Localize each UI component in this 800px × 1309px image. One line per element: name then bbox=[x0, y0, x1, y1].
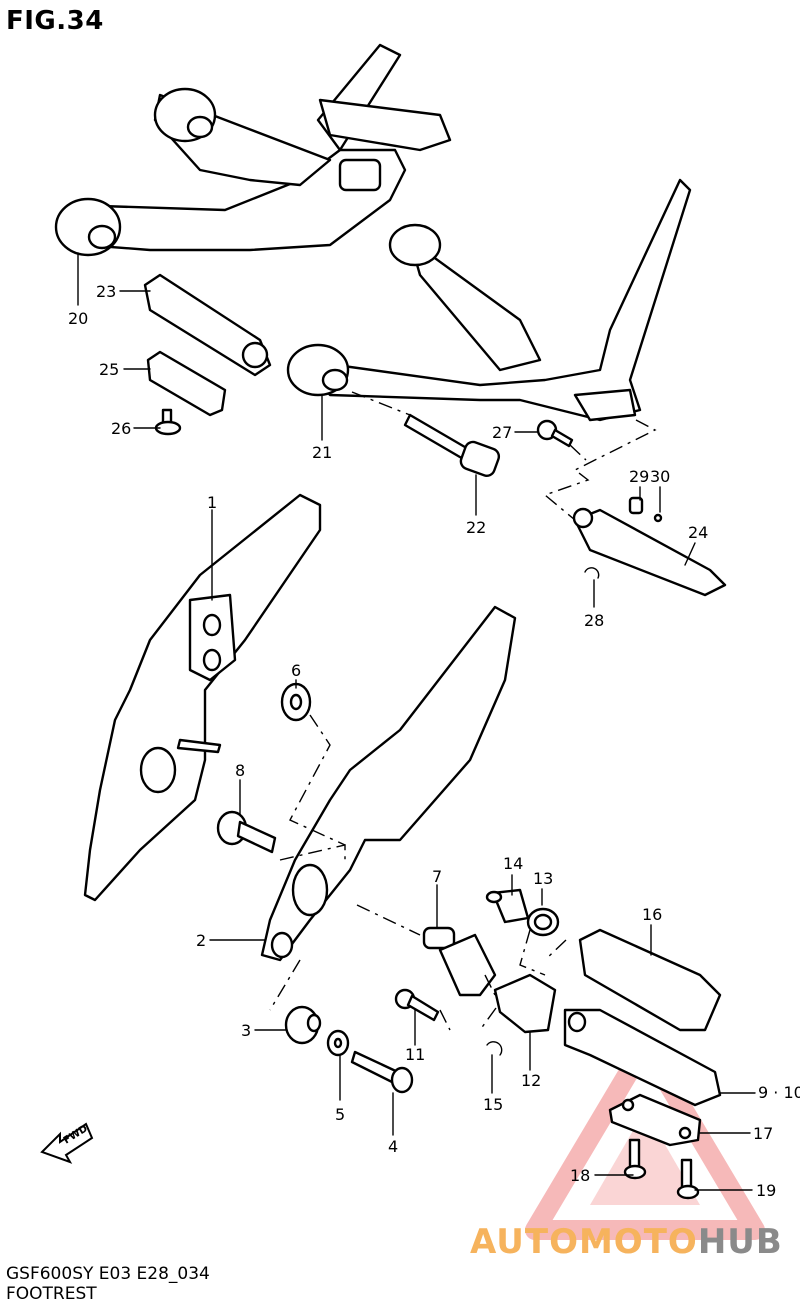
callout-6: 6 bbox=[291, 661, 301, 680]
spacer-14 bbox=[485, 888, 530, 924]
callout-25: 25 bbox=[99, 360, 119, 379]
callout-5: 5 bbox=[335, 1105, 345, 1124]
rear-bracket-lower bbox=[286, 178, 692, 422]
callout-3: 3 bbox=[241, 1021, 251, 1040]
bracket-12 bbox=[493, 973, 557, 1034]
spring-13 bbox=[526, 907, 560, 937]
callout-23: 23 bbox=[96, 282, 116, 301]
bolt-7 bbox=[422, 926, 456, 950]
callout-30: 30 bbox=[650, 467, 670, 486]
screw-26 bbox=[154, 408, 182, 436]
footpeg-rubber-16 bbox=[578, 928, 722, 1032]
footpeg-9-10 bbox=[563, 1008, 722, 1107]
callout-15: 15 bbox=[483, 1095, 503, 1114]
callout-22: 22 bbox=[466, 518, 486, 537]
spring-29 bbox=[628, 496, 644, 515]
watermark-text-a: AUTOMOTO bbox=[470, 1222, 698, 1262]
callout-28: 28 bbox=[584, 611, 604, 630]
callout-11: 11 bbox=[405, 1045, 425, 1064]
callout-9-10: 9 · 10 bbox=[758, 1083, 800, 1102]
callout-12: 12 bbox=[521, 1071, 541, 1090]
footpeg-rubber-25 bbox=[146, 350, 227, 417]
fwd-arrow-icon: FWD bbox=[40, 1122, 94, 1164]
callout-18: 18 bbox=[570, 1166, 590, 1185]
bolt-8 bbox=[216, 810, 277, 854]
watermark-text-b: HUB bbox=[697, 1222, 783, 1262]
callout-26: 26 bbox=[111, 419, 131, 438]
callout-2: 2 bbox=[196, 931, 206, 950]
spacer-3 bbox=[284, 1005, 322, 1045]
bolt-4 bbox=[350, 1050, 414, 1094]
figure-title: FIG.34 bbox=[6, 6, 104, 36]
section-name: FOOTREST bbox=[6, 1284, 97, 1304]
front-bracket-2 bbox=[260, 605, 517, 962]
callout-20: 20 bbox=[68, 309, 88, 328]
callout-29: 29 bbox=[629, 467, 649, 486]
callout-19: 19 bbox=[756, 1181, 776, 1200]
callout-21: 21 bbox=[312, 443, 332, 462]
assembly-lines bbox=[269, 391, 657, 1031]
callout-14: 14 bbox=[503, 854, 523, 873]
watermark-logo: AUTOMOTOHUB bbox=[470, 1222, 783, 1262]
callout-27: 27 bbox=[492, 423, 512, 442]
plate-17 bbox=[608, 1093, 702, 1147]
footpeg-24 bbox=[572, 507, 727, 597]
front-bracket-1 bbox=[83, 493, 322, 902]
watermark-triangle-icon bbox=[525, 1035, 765, 1240]
callout-4: 4 bbox=[388, 1137, 398, 1156]
ball-30 bbox=[653, 513, 663, 523]
footpeg-bracket bbox=[438, 933, 497, 997]
model-code: GSF600SY E03 E28_034 bbox=[6, 1264, 210, 1284]
callout-1: 1 bbox=[207, 493, 217, 512]
callout-labels: 23 25 26 20 21 22 27 29 30 24 28 1 6 8 2… bbox=[68, 282, 800, 1200]
callout-8: 8 bbox=[235, 761, 245, 780]
callout-13: 13 bbox=[533, 869, 553, 888]
callout-24: 24 bbox=[688, 523, 708, 542]
rear-bracket-upper bbox=[54, 43, 452, 257]
clip-28 bbox=[584, 567, 600, 579]
callout-17: 17 bbox=[753, 1124, 773, 1143]
screw-19 bbox=[676, 1158, 700, 1200]
pin-11 bbox=[394, 988, 440, 1022]
clip-15 bbox=[486, 1041, 503, 1056]
callout-7: 7 bbox=[432, 867, 442, 886]
washer-5 bbox=[326, 1029, 350, 1057]
spacer-6 bbox=[280, 682, 312, 722]
pin-27 bbox=[536, 419, 574, 448]
callout-16: 16 bbox=[642, 905, 662, 924]
footpeg-23 bbox=[143, 273, 272, 377]
bolt-22 bbox=[403, 413, 501, 477]
leader-lines bbox=[77, 252, 756, 1191]
